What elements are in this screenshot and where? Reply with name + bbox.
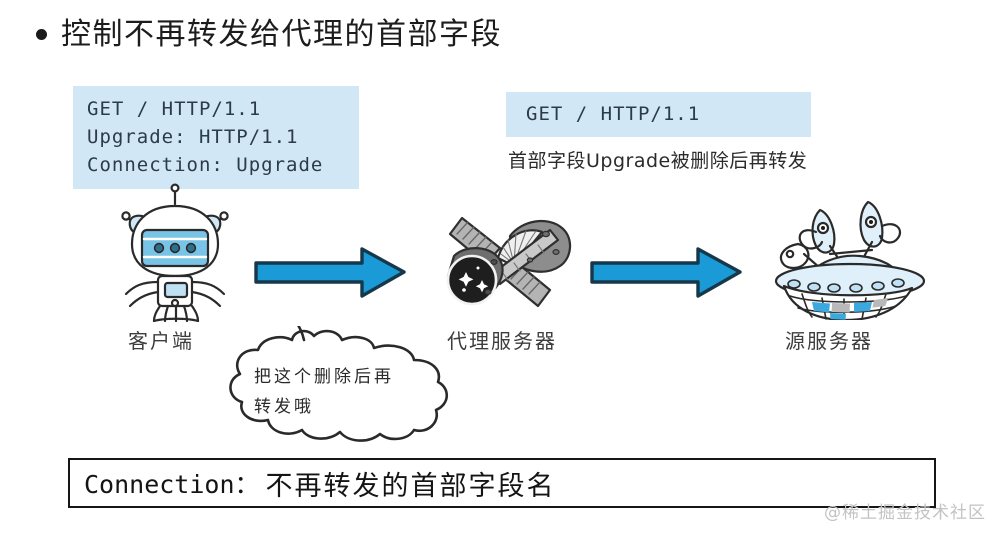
node-label-origin: 源服务器 (785, 331, 873, 353)
arrow-proxy-to-origin-icon (590, 247, 742, 298)
forwarded-line-1: GET / HTTP/1.1 (526, 103, 701, 125)
definition-box: Connection： 不再转发的首部字段名 (68, 458, 936, 508)
speech-bubble (229, 326, 449, 442)
forwarded-note: 首部字段Upgrade被删除后再转发 (508, 150, 808, 172)
request-line-2: Upgrade: HTTP/1.1 (87, 126, 299, 148)
bullet-dot-icon (36, 29, 47, 40)
speech-bubble-line-2: 转发哦 (254, 397, 314, 417)
definition-header-name: Connection： (84, 470, 260, 499)
request-headers-box: GET / HTTP/1.1 Upgrade: HTTP/1.1 Connect… (73, 86, 359, 189)
watermark: @稀土掘金技术社区 (824, 503, 986, 523)
request-line-3: Connection: Upgrade (87, 154, 324, 176)
satellite-proxy-icon (446, 216, 572, 308)
forwarded-headers-box: GET / HTTP/1.1 (506, 92, 811, 137)
speech-bubble-line-1: 把这个删除后再 (254, 367, 394, 387)
request-line-1: GET / HTTP/1.1 (87, 98, 262, 120)
slide-title-row: 控制不再转发给代理的首部字段 (36, 18, 502, 51)
definition-description: 不再转发的首部字段名 (265, 470, 556, 501)
node-label-proxy: 代理服务器 (447, 331, 557, 353)
speech-bubble-text: 把这个删除后再 转发哦 (254, 362, 444, 422)
diagram-figure: GET / HTTP/1.1 Upgrade: HTTP/1.1 Connect… (0, 70, 1000, 450)
node-label-client: 客户端 (128, 331, 194, 353)
robot-client-icon (121, 183, 229, 322)
ufo-origin-server-icon (774, 200, 926, 320)
page-title: 控制不再转发给代理的首部字段 (61, 18, 502, 51)
arrow-client-to-proxy-icon (254, 247, 406, 298)
